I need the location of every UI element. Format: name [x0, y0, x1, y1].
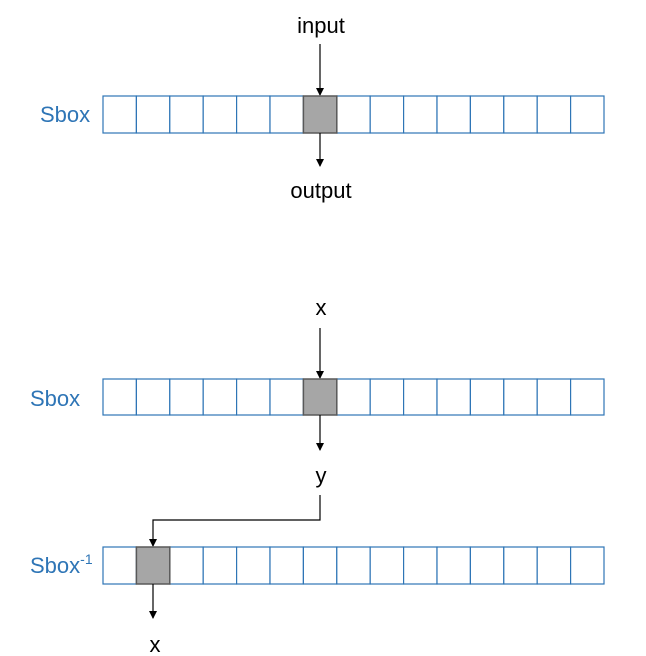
sbox-cell	[269, 378, 305, 416]
middle-section: x Sbox y	[30, 295, 605, 547]
sbox-cell	[336, 95, 371, 134]
sbox-cell	[102, 378, 138, 416]
sbox-cell	[202, 95, 238, 134]
top-row-label: Sbox	[40, 102, 90, 127]
sbox-cell	[202, 546, 238, 585]
y-to-inverse-arrow	[149, 495, 321, 547]
sbox-cell	[302, 546, 338, 585]
sbox-cell	[403, 546, 438, 585]
sbox-cell	[469, 378, 505, 416]
sbox-cell	[236, 378, 271, 416]
sbox-cell	[403, 378, 438, 416]
sbox-cell	[536, 378, 572, 416]
highlighted-sbox-cell	[302, 378, 338, 416]
sbox-cell	[569, 95, 605, 134]
sbox-cell	[536, 546, 572, 585]
sbox-cell	[436, 95, 472, 134]
sbox-cell	[369, 546, 405, 585]
sbox-cell	[436, 546, 472, 585]
highlighted-sbox-cell	[302, 95, 338, 134]
sbox-cell	[102, 546, 138, 585]
sbox-cell	[269, 95, 305, 134]
sbox-cell	[469, 546, 505, 585]
sbox-cell	[436, 378, 472, 416]
top-section: input Sbox output	[40, 13, 605, 203]
sbox-cell	[503, 546, 538, 585]
sbox-cell	[102, 95, 138, 134]
highlighted-sbox-cell	[135, 546, 171, 585]
sbox-cell	[336, 546, 371, 585]
sbox-cell	[135, 378, 171, 416]
sbox-cell	[236, 546, 271, 585]
inverse-row-label: Sbox-1	[30, 551, 93, 578]
top-sbox-row	[102, 95, 605, 134]
middle-input-label: x	[316, 295, 327, 320]
middle-sbox-row	[102, 378, 605, 416]
sbox-cell	[202, 378, 238, 416]
sbox-cell	[135, 95, 171, 134]
top-output-label: output	[290, 178, 351, 203]
sbox-cell	[369, 378, 405, 416]
sbox-cell	[336, 378, 371, 416]
sbox-cell	[169, 546, 204, 585]
sbox-cell	[503, 378, 538, 416]
sbox-cell	[569, 378, 605, 416]
sbox-cell	[169, 95, 204, 134]
sbox-cell	[236, 95, 271, 134]
sbox-cell	[503, 95, 538, 134]
bottom-output-label: x	[150, 632, 161, 656]
middle-output-label: y	[316, 463, 327, 488]
sbox-cell	[369, 95, 405, 134]
middle-row-label: Sbox	[30, 386, 80, 411]
top-input-label: input	[297, 13, 345, 38]
sbox-cell	[536, 95, 572, 134]
inverse-sbox-row	[102, 546, 605, 585]
sbox-cell	[469, 95, 505, 134]
inverse-exponent: -1	[80, 551, 93, 567]
sbox-cell	[569, 546, 605, 585]
bottom-section: Sbox-1 x	[30, 546, 605, 656]
sbox-cell	[403, 95, 438, 134]
sbox-cell	[169, 378, 204, 416]
sbox-cell	[269, 546, 305, 585]
